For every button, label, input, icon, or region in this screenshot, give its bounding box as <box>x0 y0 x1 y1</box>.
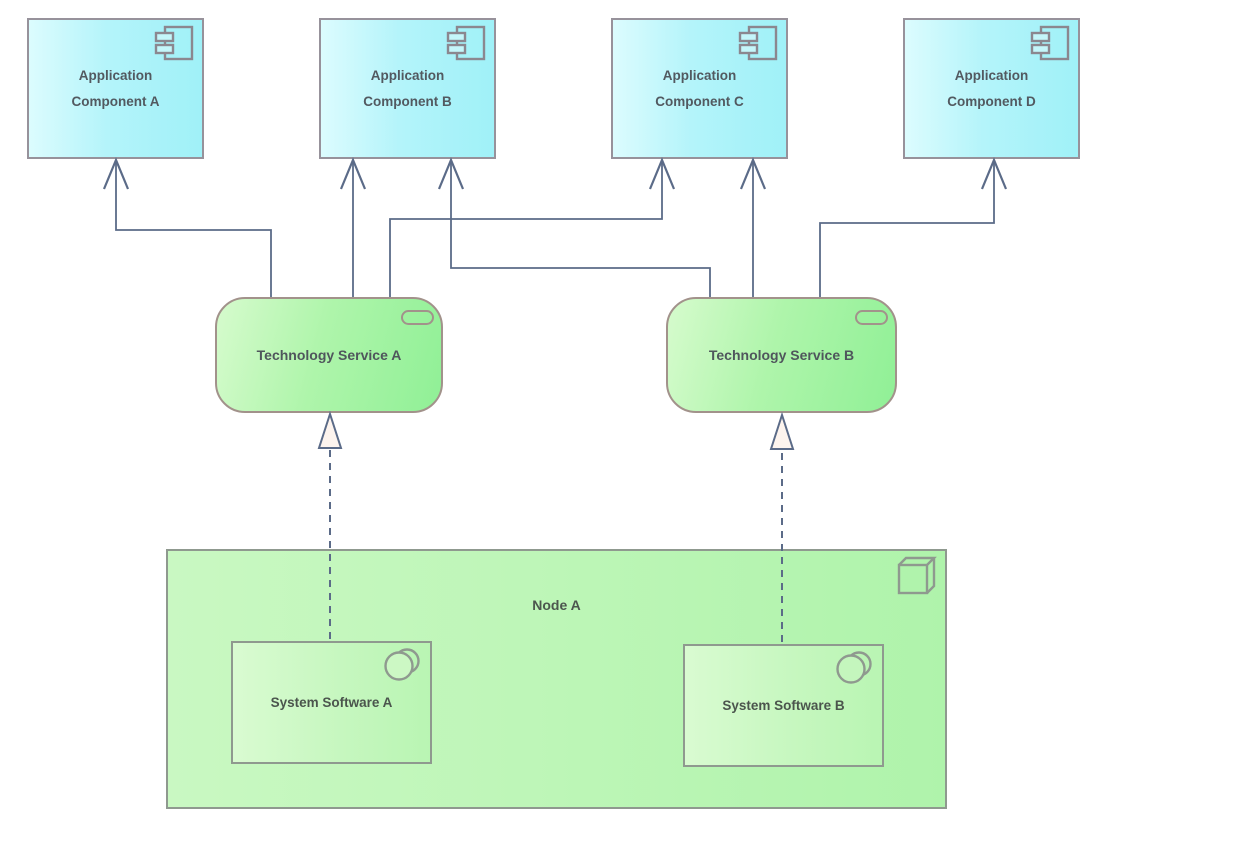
shape-application-component-b[interactable]: Application Component B <box>319 18 496 159</box>
cube-3d-icon <box>897 556 937 595</box>
uml-component-icon <box>154 25 194 61</box>
shape-label: Application Component B <box>363 67 452 109</box>
rounded-pill-icon <box>401 310 434 325</box>
shape-label: Technology Service A <box>256 347 402 363</box>
uml-component-icon <box>446 25 486 61</box>
shape-label: Application Component A <box>71 67 160 109</box>
shape-technology-service-b[interactable]: Technology Service B <box>666 297 897 413</box>
uml-component-icon <box>1030 25 1070 61</box>
shape-label: System Software A <box>270 695 393 710</box>
hollow-triangle-arrowheads <box>317 410 795 450</box>
shape-label: Technology Service B <box>708 347 855 363</box>
shape-application-component-c[interactable]: Application Component C <box>611 18 788 159</box>
shape-label: Application Component C <box>655 67 744 109</box>
shape-label: System Software B <box>722 698 845 713</box>
overlapping-circles-icon <box>836 651 872 684</box>
shape-system-software-b[interactable]: System Software B <box>683 644 884 767</box>
shape-label: Node A <box>532 597 581 613</box>
shape-application-component-a[interactable]: Application Component A <box>27 18 204 159</box>
shape-node-a[interactable]: Node A System Software A System Software… <box>166 549 947 809</box>
serving-connectors <box>115 162 995 297</box>
shape-label: Application Component D <box>947 67 1036 109</box>
rounded-pill-icon <box>855 310 888 325</box>
overlapping-circles-icon <box>384 648 420 681</box>
shape-system-software-a[interactable]: System Software A <box>231 641 432 764</box>
shape-application-component-d[interactable]: Application Component D <box>903 18 1080 159</box>
uml-component-icon <box>738 25 778 61</box>
open-arrowheads <box>102 157 1008 190</box>
shape-technology-service-a[interactable]: Technology Service A <box>215 297 443 413</box>
